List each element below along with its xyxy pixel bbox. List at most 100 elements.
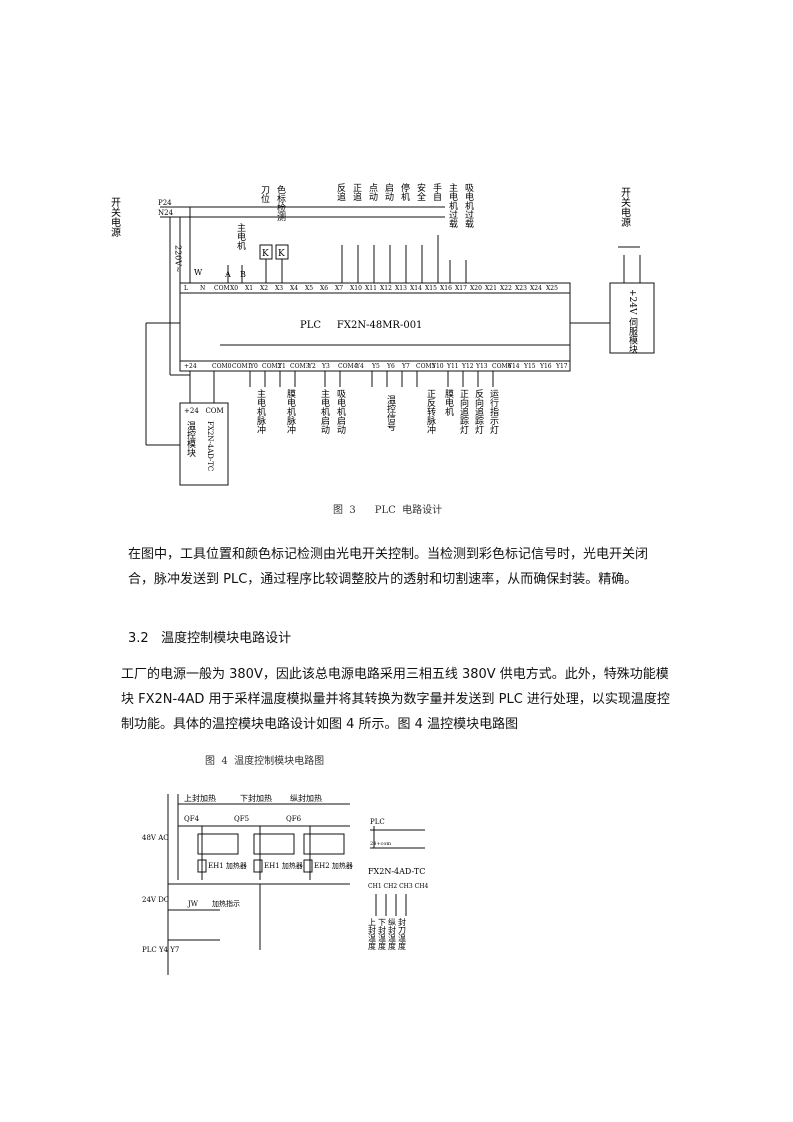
terminal-in-18: X17: [455, 285, 467, 292]
terminal-in-10: X7: [335, 285, 343, 292]
terminal-out-6: COM3: [290, 363, 310, 370]
figure-3-plc-circuit: 开关电源 P24 N24 220V~ W A B 主电机 K K 刀位 色标检测…: [110, 182, 655, 486]
fig4-module: FX2N-4AD-TC: [368, 867, 425, 876]
fig3-sensor-1: 色标检测: [275, 184, 286, 222]
fig3-output-9: 运行指示灯: [488, 389, 499, 435]
fig3-sensor-0: 刀位: [259, 185, 270, 204]
fig3-output-7: 正向追踪灯: [458, 389, 469, 435]
fig3-output-1: 膜电机脉冲: [285, 389, 296, 435]
fig3-input-terminals: L N COM X0 X1 X2 X3 X4 X5 X6 X7 X10 X11 …: [184, 285, 558, 292]
fig3-input-3: 启动: [383, 182, 394, 202]
terminal-out-14: COM5: [416, 363, 436, 370]
fig4-breaker-0: QF4: [184, 815, 200, 823]
fig3-left-power: 开关电源: [110, 197, 121, 238]
fig3-input-labels: 反追 正追 点动 启动 停机 安全 手自 主电机过载 吸电机过载: [335, 182, 474, 229]
fig4-channels: CH1 CH2 CH3 CH4: [368, 883, 428, 890]
terminal-in-6: X3: [275, 285, 283, 292]
terminal-out-4: COM2: [262, 363, 282, 370]
figure-4-caption: 图 4 温度控制模块电路图: [205, 756, 325, 767]
section-heading: 3.2 温度控制模块电路设计: [128, 631, 292, 646]
terminal-in-19: X20: [470, 285, 482, 292]
fig3-output-terminals: +24 COM0 COM1 Y0 COM2 Y1 COM3 Y2 Y3 COM4…: [184, 363, 568, 370]
fig3-b: B: [240, 270, 246, 279]
fig4-voltage-dc: 24V DC: [142, 896, 169, 904]
fig4-channel-2: 纵封温度: [388, 918, 397, 951]
fig3-temp-label: 温控模块: [185, 421, 196, 458]
terminal-out-11: Y5: [371, 363, 380, 370]
fig4-heater-1: EH1 加热器: [264, 861, 303, 870]
fig4-plc-small: PLC: [370, 818, 385, 826]
terminal-out-7: Y2: [307, 363, 316, 370]
fig3-w: W: [194, 268, 203, 277]
fig3-input-5: 安全: [415, 182, 426, 201]
terminal-in-23: X24: [530, 285, 542, 292]
terminal-out-10: Y4: [355, 363, 364, 370]
fig4-voltage-ac: 48V AC: [142, 834, 169, 842]
fig3-input-4: 停机: [399, 182, 410, 202]
terminal-in-21: X22: [500, 285, 512, 292]
terminal-out-3: Y0: [249, 363, 258, 370]
fig3-output-8: 反向追踪灯: [473, 389, 484, 435]
terminal-out-22: Y16: [539, 363, 552, 370]
fig3-a: A: [224, 270, 231, 279]
fig3-input-2: 点动: [367, 183, 378, 202]
terminal-in-16: X15: [425, 285, 437, 292]
fig3-input-1: 正追: [351, 183, 362, 202]
terminal-in-9: X6: [320, 285, 328, 292]
terminal-in-8: X5: [305, 285, 313, 292]
fig4-channel-3: 封刀温度: [398, 917, 407, 951]
fig3-temp-model: FX2N-4AD-TC: [206, 421, 214, 471]
fig3-main-motor: 主电机: [235, 222, 246, 251]
terminal-out-0: +24: [184, 363, 197, 370]
terminal-out-2: COM1: [232, 363, 251, 370]
terminal-out-13: Y7: [401, 363, 410, 370]
fig4-breaker-2: QF6: [286, 815, 302, 823]
fig3-output-labels: 主电机脉冲 膜电机脉冲 主电机启动 吸电机启动 温控信号 正反转脉冲 膜电机 正…: [255, 388, 499, 435]
terminal-out-5: Y1: [277, 363, 286, 370]
terminal-in-24: X25: [546, 285, 558, 292]
figure-3-caption: 图 3 PLC 电路设计: [333, 505, 443, 516]
fig4-plc-io: PLC Y4 Y7: [142, 946, 179, 954]
terminal-out-9: COM4: [338, 363, 358, 370]
terminal-out-17: Y12: [461, 363, 474, 370]
fig3-relay-k1: K: [262, 249, 269, 259]
terminal-out-16: Y11: [446, 363, 459, 370]
terminal-out-1: COM0: [212, 363, 232, 370]
fig4-channel-1: 下封温度: [378, 918, 387, 951]
fig3-output-2: 主电机启动: [319, 388, 330, 435]
fig3-output-3: 吸电机启动: [335, 389, 346, 435]
fig4-top-2: 纵封加热: [290, 793, 322, 803]
terminal-out-8: Y3: [321, 363, 330, 370]
fig3-output-4: 温控信号: [385, 395, 396, 432]
fig4-channel-0: 上封温度: [368, 918, 377, 951]
terminal-in-22: X23: [515, 285, 527, 292]
fig4-top-1: 下封加热: [240, 793, 272, 803]
fig3-input-6: 手自: [431, 182, 442, 202]
figure-4-temperature-circuit: 上封加热 下封加热 纵封加热 QF4 QF5 QF6 48V AC EH1 加热…: [142, 793, 428, 975]
fig3-input-0: 反追: [335, 183, 346, 202]
terminal-in-17: X16: [440, 285, 452, 292]
fig3-right-power: 开关电源: [619, 187, 631, 228]
fig3-servo-module: +24V 伺服模块: [627, 289, 638, 354]
terminal-in-1: N: [200, 285, 205, 292]
terminal-out-12: Y6: [386, 363, 395, 370]
terminal-in-20: X21: [485, 285, 497, 292]
paragraph-1: 在图中，工具位置和颜色标记检测由光电开关控制。当检测到彩色标记信号时，光电开关闭…: [128, 547, 649, 587]
terminal-in-13: X12: [380, 285, 392, 292]
fig3-n24: N24: [158, 209, 174, 217]
fig3-input-8: 吸电机过载: [463, 183, 474, 229]
fig4-indicator: 加热指示: [212, 899, 240, 908]
terminal-in-15: X14: [410, 285, 422, 292]
terminal-out-23: Y17: [555, 363, 568, 370]
terminal-out-20: Y14: [507, 363, 520, 370]
terminal-in-4: X1: [245, 285, 253, 292]
terminal-in-14: X13: [395, 285, 407, 292]
fig3-plc-label: PLC FX2N-48MR-001: [300, 320, 422, 331]
fig4-heater-0: EH1 加热器: [208, 861, 247, 870]
fig4-top-0: 上封加热: [184, 793, 216, 803]
terminal-in-5: X2: [260, 285, 268, 292]
fig3-output-6: 膜电机: [443, 389, 454, 417]
fig3-temp-top: +24 COM: [184, 407, 224, 415]
terminal-in-12: X11: [365, 285, 377, 292]
fig3-relay-k2: K: [278, 249, 285, 259]
